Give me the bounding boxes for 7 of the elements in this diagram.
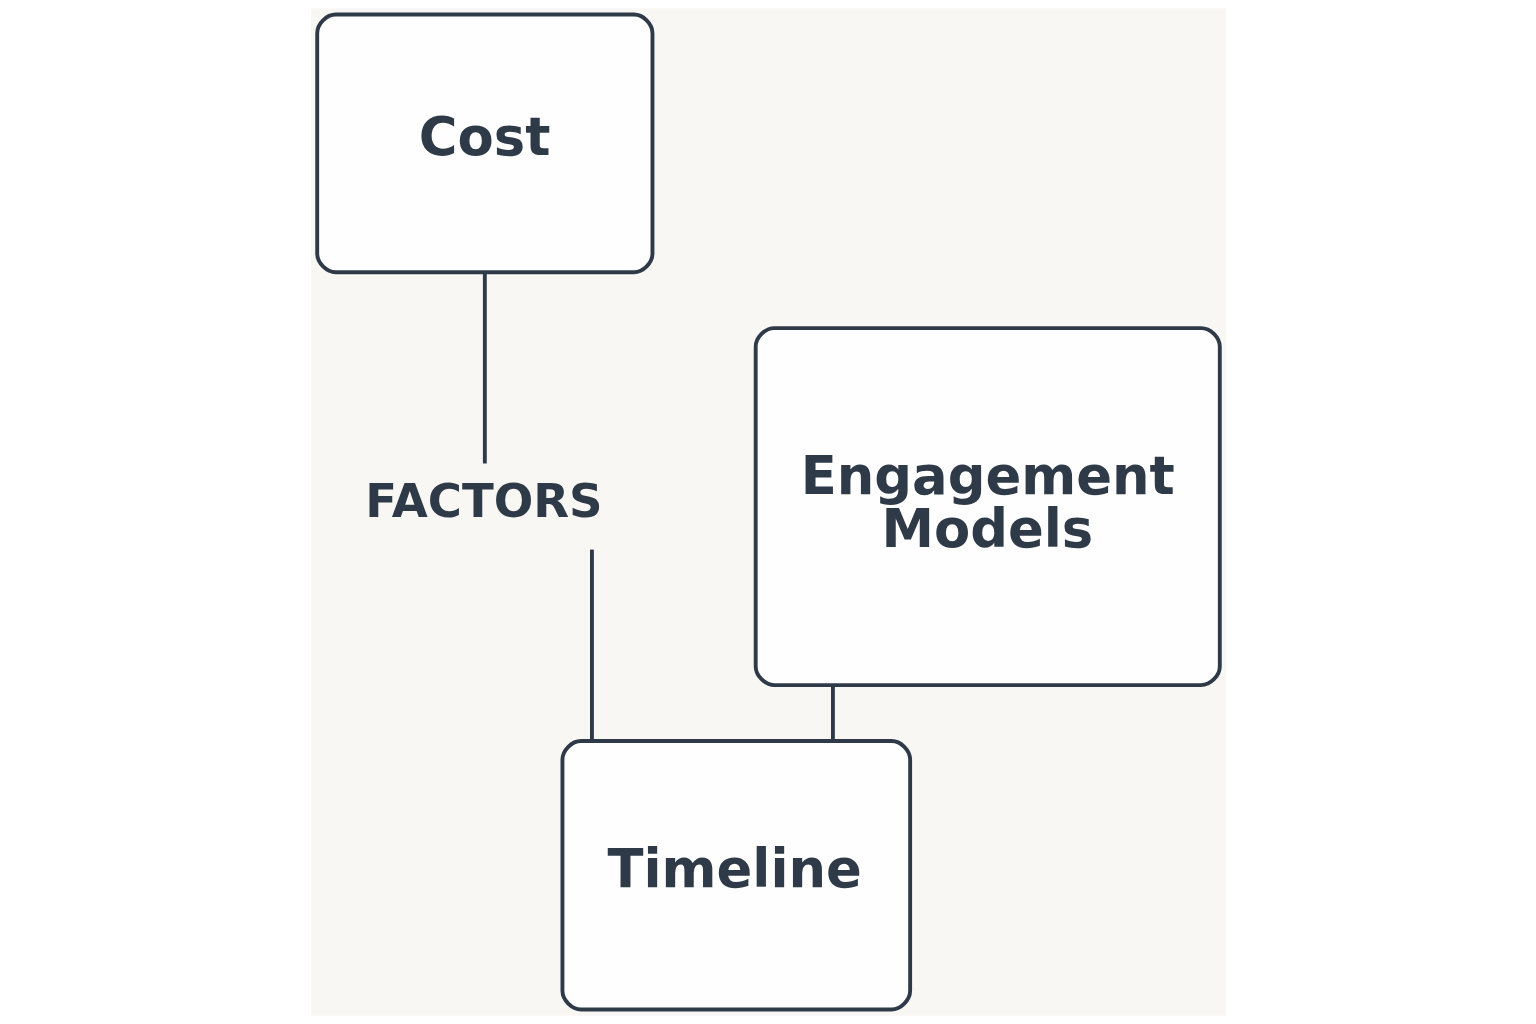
connector [830, 685, 835, 741]
node-box: Engagement Models [753, 326, 1222, 687]
node-box: Cost [314, 12, 654, 275]
node-box: Timeline [560, 739, 912, 1012]
connector [589, 549, 594, 741]
node-text: FACTORS [364, 473, 603, 528]
connector [482, 272, 487, 464]
